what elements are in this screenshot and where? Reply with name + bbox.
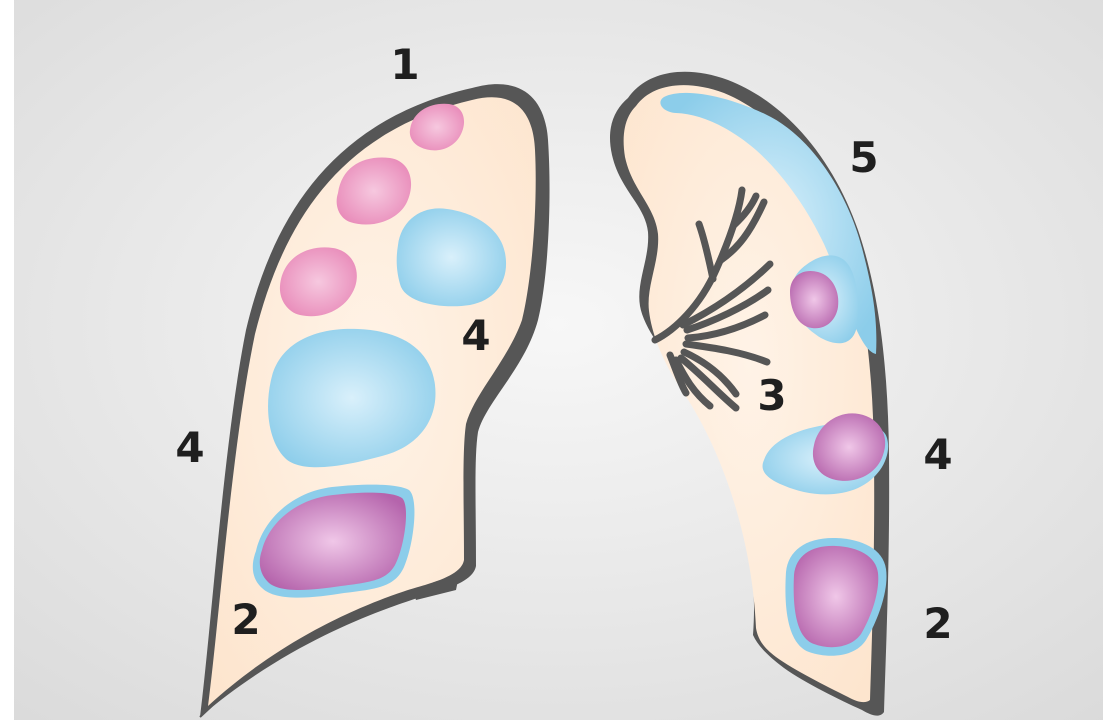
label-5-right: 5 bbox=[849, 137, 878, 179]
label-4-left-inner: 4 bbox=[461, 315, 490, 357]
label-3-hilum: 3 bbox=[757, 375, 786, 417]
label-1: 1 bbox=[390, 44, 419, 86]
label-4-right: 4 bbox=[923, 434, 952, 476]
left-white-border bbox=[0, 0, 14, 720]
label-2-right: 2 bbox=[923, 603, 952, 645]
right-white-border bbox=[1103, 0, 1115, 720]
label-2-left: 2 bbox=[231, 599, 260, 641]
label-4-left: 4 bbox=[175, 427, 204, 469]
